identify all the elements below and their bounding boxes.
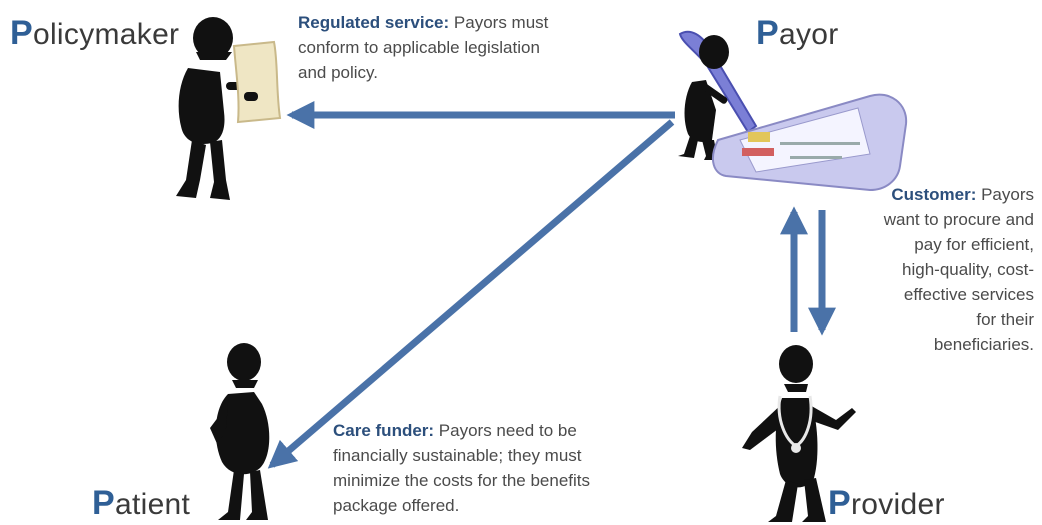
regulated-line-1: conform to applicable legislation bbox=[298, 38, 540, 57]
customer-heading: Customer: bbox=[891, 185, 977, 204]
provider-initial: P bbox=[828, 484, 851, 522]
payor-initial: P bbox=[756, 14, 779, 52]
payor-rest: ayor bbox=[778, 18, 839, 51]
customer-line-5: for their bbox=[976, 310, 1034, 329]
doctor-with-stethoscope-icon bbox=[742, 345, 856, 522]
regulated-service-note: Regulated service: Payors must conform t… bbox=[298, 10, 548, 85]
person-icon bbox=[210, 343, 270, 520]
care-funder-line-1: financially sustainable; they must bbox=[333, 446, 582, 465]
patient-initial: P bbox=[92, 484, 115, 522]
care-funder-line-2: minimize the costs for the benefits bbox=[333, 471, 591, 490]
customer-line-0: Payors bbox=[976, 185, 1034, 204]
regulated-heading: Regulated service: bbox=[298, 13, 450, 32]
person-holding-document-icon bbox=[176, 17, 282, 200]
care-funder-line-3: package offered. bbox=[333, 496, 460, 515]
regulated-line-0: Payors must bbox=[449, 13, 549, 32]
payor-label: Payor bbox=[756, 14, 839, 53]
policymaker-initial: P bbox=[10, 14, 33, 52]
policymaker-label: Policymaker bbox=[10, 14, 179, 53]
policymaker-rest: olicymaker bbox=[32, 18, 180, 51]
patient-label: Patient bbox=[92, 484, 190, 523]
care-funder-note: Care funder: Payors need to be financial… bbox=[333, 418, 590, 518]
provider-label: Provider bbox=[828, 484, 945, 523]
customer-line-3: high-quality, cost- bbox=[902, 260, 1034, 279]
customer-line-1: want to procure and bbox=[883, 210, 1034, 229]
patient-rest: atient bbox=[114, 488, 191, 521]
care-funder-line-0: Payors need to be bbox=[434, 421, 577, 440]
customer-note: Customer: Payors want to procure and pay… bbox=[884, 182, 1034, 357]
customer-line-6: beneficiaries. bbox=[933, 335, 1034, 354]
provider-rest: rovider bbox=[850, 488, 945, 521]
regulated-line-2: and policy. bbox=[298, 63, 379, 82]
arrow-payor-to-patient bbox=[267, 119, 675, 469]
care-funder-heading: Care funder: bbox=[333, 421, 435, 440]
customer-line-2: pay for efficient, bbox=[914, 235, 1034, 254]
customer-line-4: effective services bbox=[903, 285, 1034, 304]
person-with-pen-and-checklist-icon bbox=[678, 30, 908, 192]
